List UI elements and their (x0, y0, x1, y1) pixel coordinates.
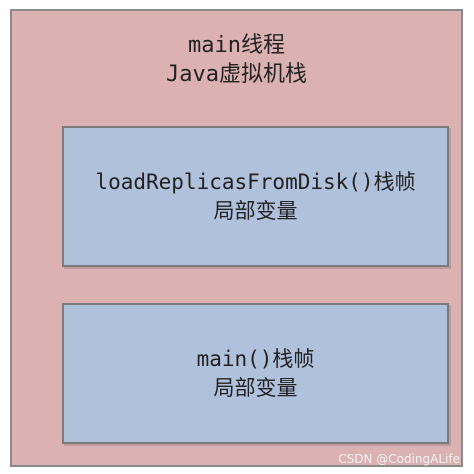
frame-locals-label: 局部变量 (213, 198, 298, 223)
stack-frame-text: main()栈帧 局部变量 (64, 345, 447, 403)
jvm-stack-title: main线程 Java虚拟机栈 (12, 31, 461, 89)
stack-frame-load-replicas: loadReplicasFromDisk()栈帧 局部变量 (62, 126, 449, 267)
stack-thread-label: main线程 (188, 33, 285, 58)
stack-frame-text: loadReplicasFromDisk()栈帧 局部变量 (64, 168, 447, 226)
frame-method-label: loadReplicasFromDisk()栈帧 (95, 169, 416, 194)
stack-name-label: Java虚拟机栈 (166, 62, 307, 87)
frame-locals-label: 局部变量 (213, 375, 298, 400)
jvm-stack-box: main线程 Java虚拟机栈 loadReplicasFromDisk()栈帧… (10, 9, 463, 467)
source-watermark: CSDN @CodingALife (338, 452, 460, 466)
stack-frame-main: main()栈帧 局部变量 (62, 303, 449, 444)
frame-method-label: main()栈帧 (196, 346, 315, 371)
